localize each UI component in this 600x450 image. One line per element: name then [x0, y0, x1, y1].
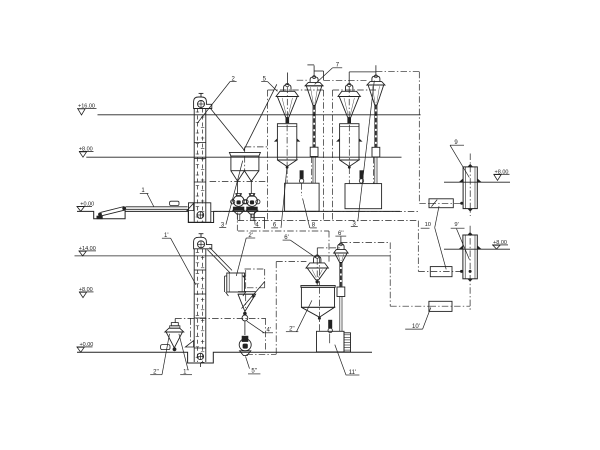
svg-text:+14.00: +14.00	[79, 246, 96, 252]
svg-text:11': 11'	[349, 370, 356, 376]
svg-text:9: 9	[454, 140, 458, 146]
svg-text:+8.00: +8.00	[79, 287, 93, 293]
svg-text:+8.00: +8.00	[79, 146, 93, 152]
svg-text:6'': 6''	[338, 231, 344, 237]
svg-text:10': 10'	[412, 324, 420, 330]
svg-text:1': 1'	[164, 233, 168, 239]
svg-text:3: 3	[221, 222, 225, 228]
svg-text:1'': 1''	[183, 370, 189, 376]
svg-text:2'': 2''	[289, 327, 295, 333]
svg-text:2'': 2''	[153, 370, 159, 376]
svg-text:6': 6'	[284, 235, 288, 241]
svg-text:2': 2'	[248, 233, 252, 239]
svg-text:+16.00: +16.00	[78, 104, 95, 110]
svg-text:3: 3	[353, 221, 357, 227]
svg-text:+8.00: +8.00	[493, 240, 507, 246]
svg-text:6: 6	[273, 223, 277, 229]
svg-text:4: 4	[255, 222, 259, 228]
svg-text:+0.00: +0.00	[79, 342, 93, 348]
svg-text:5'': 5''	[251, 369, 257, 375]
svg-text:8: 8	[312, 223, 316, 229]
svg-text:1: 1	[141, 188, 145, 194]
svg-text:2: 2	[232, 76, 236, 82]
svg-text:+8.00: +8.00	[495, 169, 509, 175]
svg-text:5: 5	[263, 76, 267, 82]
svg-text:4': 4'	[267, 328, 271, 334]
svg-text:9': 9'	[454, 222, 458, 228]
svg-text:+0.00: +0.00	[80, 201, 94, 207]
svg-text:7: 7	[336, 63, 340, 69]
svg-text:10: 10	[425, 222, 431, 228]
